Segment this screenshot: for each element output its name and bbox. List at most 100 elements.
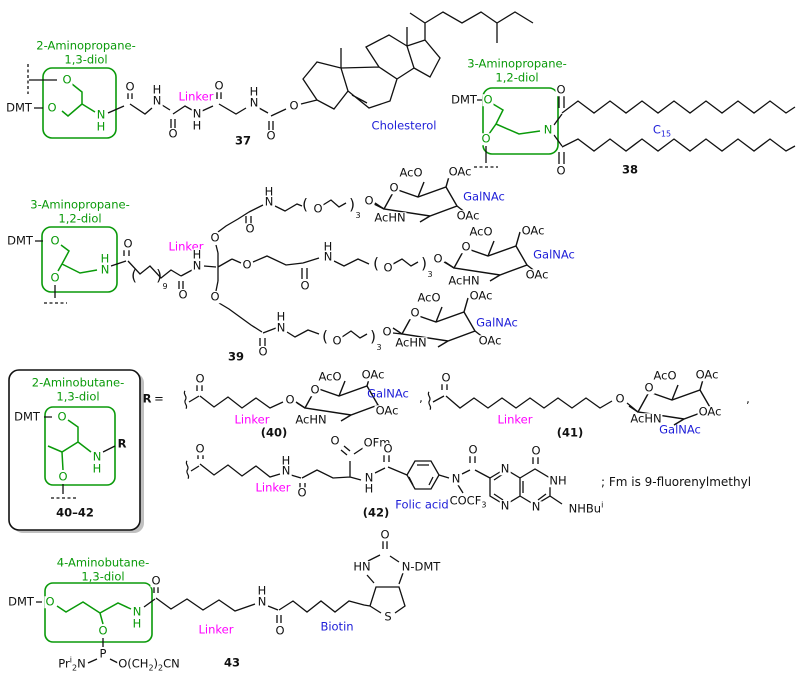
- moiety-name-37-line1: 2-Aminopropane-: [36, 38, 136, 53]
- atom-label: H: [91, 461, 103, 476]
- phosphoramidite-bonds: [87, 638, 119, 664]
- atom-label: N: [131, 604, 143, 619]
- moiety-name-38-line2: 1,2-diol: [495, 70, 539, 85]
- atom-label: OAc: [694, 367, 720, 382]
- atom-label: AcHN: [394, 335, 428, 350]
- atom-label: O: [257, 344, 269, 359]
- atom-label: N: [151, 93, 163, 108]
- r-group-42-structure: [179, 445, 563, 506]
- compound-number-38: 38: [621, 162, 639, 177]
- atom-label: N: [530, 499, 542, 514]
- galnac-label: GalNAc: [659, 422, 701, 437]
- galnac-label: GalNAc: [463, 189, 505, 204]
- atom-label: O: [49, 270, 61, 285]
- atom-label: O: [44, 594, 56, 609]
- galnac-label: GalNAc: [476, 315, 518, 330]
- atom-label: N-DMT: [400, 559, 442, 574]
- atom-label: O: [530, 443, 542, 458]
- atom-label: OAc: [374, 403, 400, 418]
- atom-label: O: [194, 371, 206, 386]
- atom-label: O: [480, 131, 492, 146]
- atom-label: 3: [355, 211, 361, 220]
- dmt-label: DMT: [6, 100, 32, 115]
- atom-label: ): [370, 327, 376, 346]
- atom-label: O: [409, 305, 421, 320]
- r-group-41-structure: [421, 375, 721, 426]
- atom-label: N: [248, 95, 260, 110]
- moiety-name-39-line2: 1,2-diol: [58, 211, 102, 226]
- atom-label: ): [156, 266, 162, 285]
- atom-label: N: [363, 470, 375, 485]
- atom-label: H: [191, 247, 203, 262]
- dmt-label: DMT: [8, 594, 34, 609]
- atom-label: H: [256, 583, 268, 598]
- atom-label: OFm: [362, 435, 392, 450]
- atom-label: H: [275, 309, 287, 324]
- atom-label: O: [440, 370, 452, 385]
- atom-label: N: [191, 258, 203, 273]
- atom-label: O: [296, 485, 308, 500]
- compound-number-39: 39: [227, 349, 245, 364]
- atom-label: ): [349, 195, 355, 214]
- atom-label: N: [280, 463, 292, 478]
- biotin-rings: [366, 554, 406, 614]
- compound-number-41: (41): [556, 425, 584, 440]
- atom-label: O: [329, 433, 341, 448]
- atom-label: H: [131, 616, 143, 631]
- compound-number-42: (42): [362, 505, 390, 520]
- atom-label: O: [284, 392, 296, 407]
- atom-label: O: [194, 441, 206, 456]
- compound-37-structure: [27, 11, 534, 139]
- dmt-label: DMT: [14, 409, 40, 424]
- linker-label-42: Linker: [255, 480, 291, 495]
- atom-label: N: [499, 461, 511, 476]
- atom-label: R: [116, 436, 128, 451]
- atom-label: O: [167, 126, 179, 141]
- atom-label: O: [57, 469, 69, 484]
- atom-label: O: [244, 221, 256, 236]
- atom-label: O: [555, 163, 567, 178]
- atom-label: O: [643, 380, 655, 395]
- fm-note: ; Fm is 9-fluorenylmethyl: [601, 475, 752, 489]
- atom-label: H: [322, 239, 334, 254]
- atom-label: O: [312, 201, 324, 216]
- atom-label: O: [213, 78, 225, 93]
- moiety-name-4042-line2: 1,3-diol: [56, 389, 100, 404]
- atom-label: O: [122, 236, 134, 251]
- atom-label: NH: [548, 473, 568, 488]
- atom-label: O: [56, 409, 68, 424]
- atom-label: ,: [746, 391, 750, 406]
- atom-label: H: [280, 453, 292, 468]
- atom-label: 9: [162, 282, 168, 291]
- atom-label: (: [131, 266, 137, 285]
- atom-label: H: [363, 481, 375, 496]
- atom-label: AcO: [398, 165, 424, 180]
- r-equals: R: [142, 391, 152, 406]
- atom-label: AcHN: [294, 412, 328, 427]
- atom-label: N: [91, 449, 103, 464]
- atom-label: O: [381, 324, 393, 339]
- atom-label: (: [373, 254, 379, 273]
- atom-label: AcHN: [629, 411, 663, 426]
- atom-label: AcHN: [373, 210, 407, 225]
- atom-label: O: [379, 527, 391, 542]
- atom-label: AcO: [416, 290, 442, 305]
- atom-label: 3: [376, 343, 382, 352]
- atom-label: AcHN: [447, 273, 481, 288]
- galnac-label: GalNAc: [367, 386, 409, 401]
- atom-label: AcO: [652, 368, 678, 383]
- atom-label: N: [99, 262, 111, 277]
- moiety-name-37-line2: 1,3-diol: [64, 52, 108, 67]
- compound-39-structure: [35, 172, 537, 348]
- atom-label: OAc: [697, 404, 723, 419]
- atom-label: OAc: [524, 267, 550, 282]
- atom-label: S: [383, 609, 393, 624]
- atom-label: N: [95, 107, 107, 122]
- atom-label: N: [542, 122, 554, 137]
- galnac-label: GalNAc: [533, 247, 575, 262]
- atom-label: O: [363, 193, 375, 208]
- r-group-40-structure: [177, 371, 388, 422]
